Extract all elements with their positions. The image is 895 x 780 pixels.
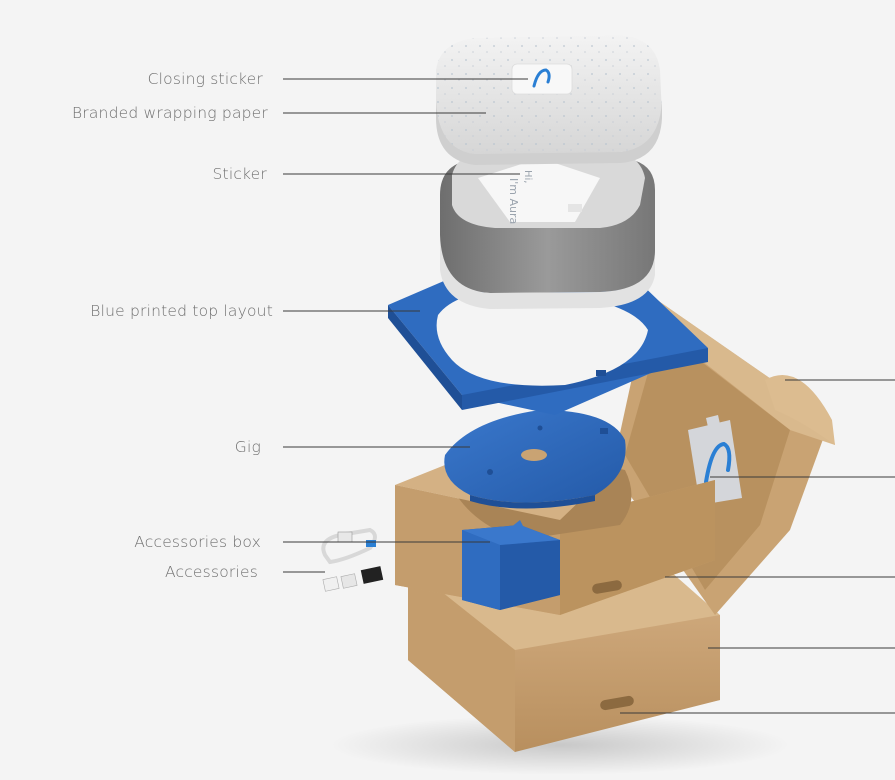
sticker-text-line2: I'm Aura	[507, 178, 520, 224]
aura-logo-icon	[704, 441, 732, 484]
wrapping-paper-pad	[436, 35, 662, 165]
aura-logo-icon	[532, 68, 551, 88]
accessories-items	[321, 527, 384, 592]
label-gig: Gig	[234, 438, 261, 456]
label-blue-printed-top-layout: Blue printed top layout	[90, 302, 273, 320]
label-branded-wrapping-paper: Branded wrapping paper	[71, 104, 268, 122]
label-accessories-box: Accessories box	[134, 533, 261, 551]
gig-plate	[444, 410, 626, 509]
label-accessories: Accessories	[164, 563, 258, 581]
label-closing-sticker: Closing sticker	[147, 70, 263, 88]
accessories-box-shape	[462, 520, 560, 610]
closing-sticker-card	[511, 63, 573, 95]
sticker-text-line1: Hi,	[522, 170, 533, 183]
label-sticker: Sticker	[212, 165, 267, 183]
right-leader-lines	[620, 379, 895, 714]
product-body: Hi, I'm Aura	[440, 150, 655, 309]
left-leader-lines	[283, 78, 528, 573]
